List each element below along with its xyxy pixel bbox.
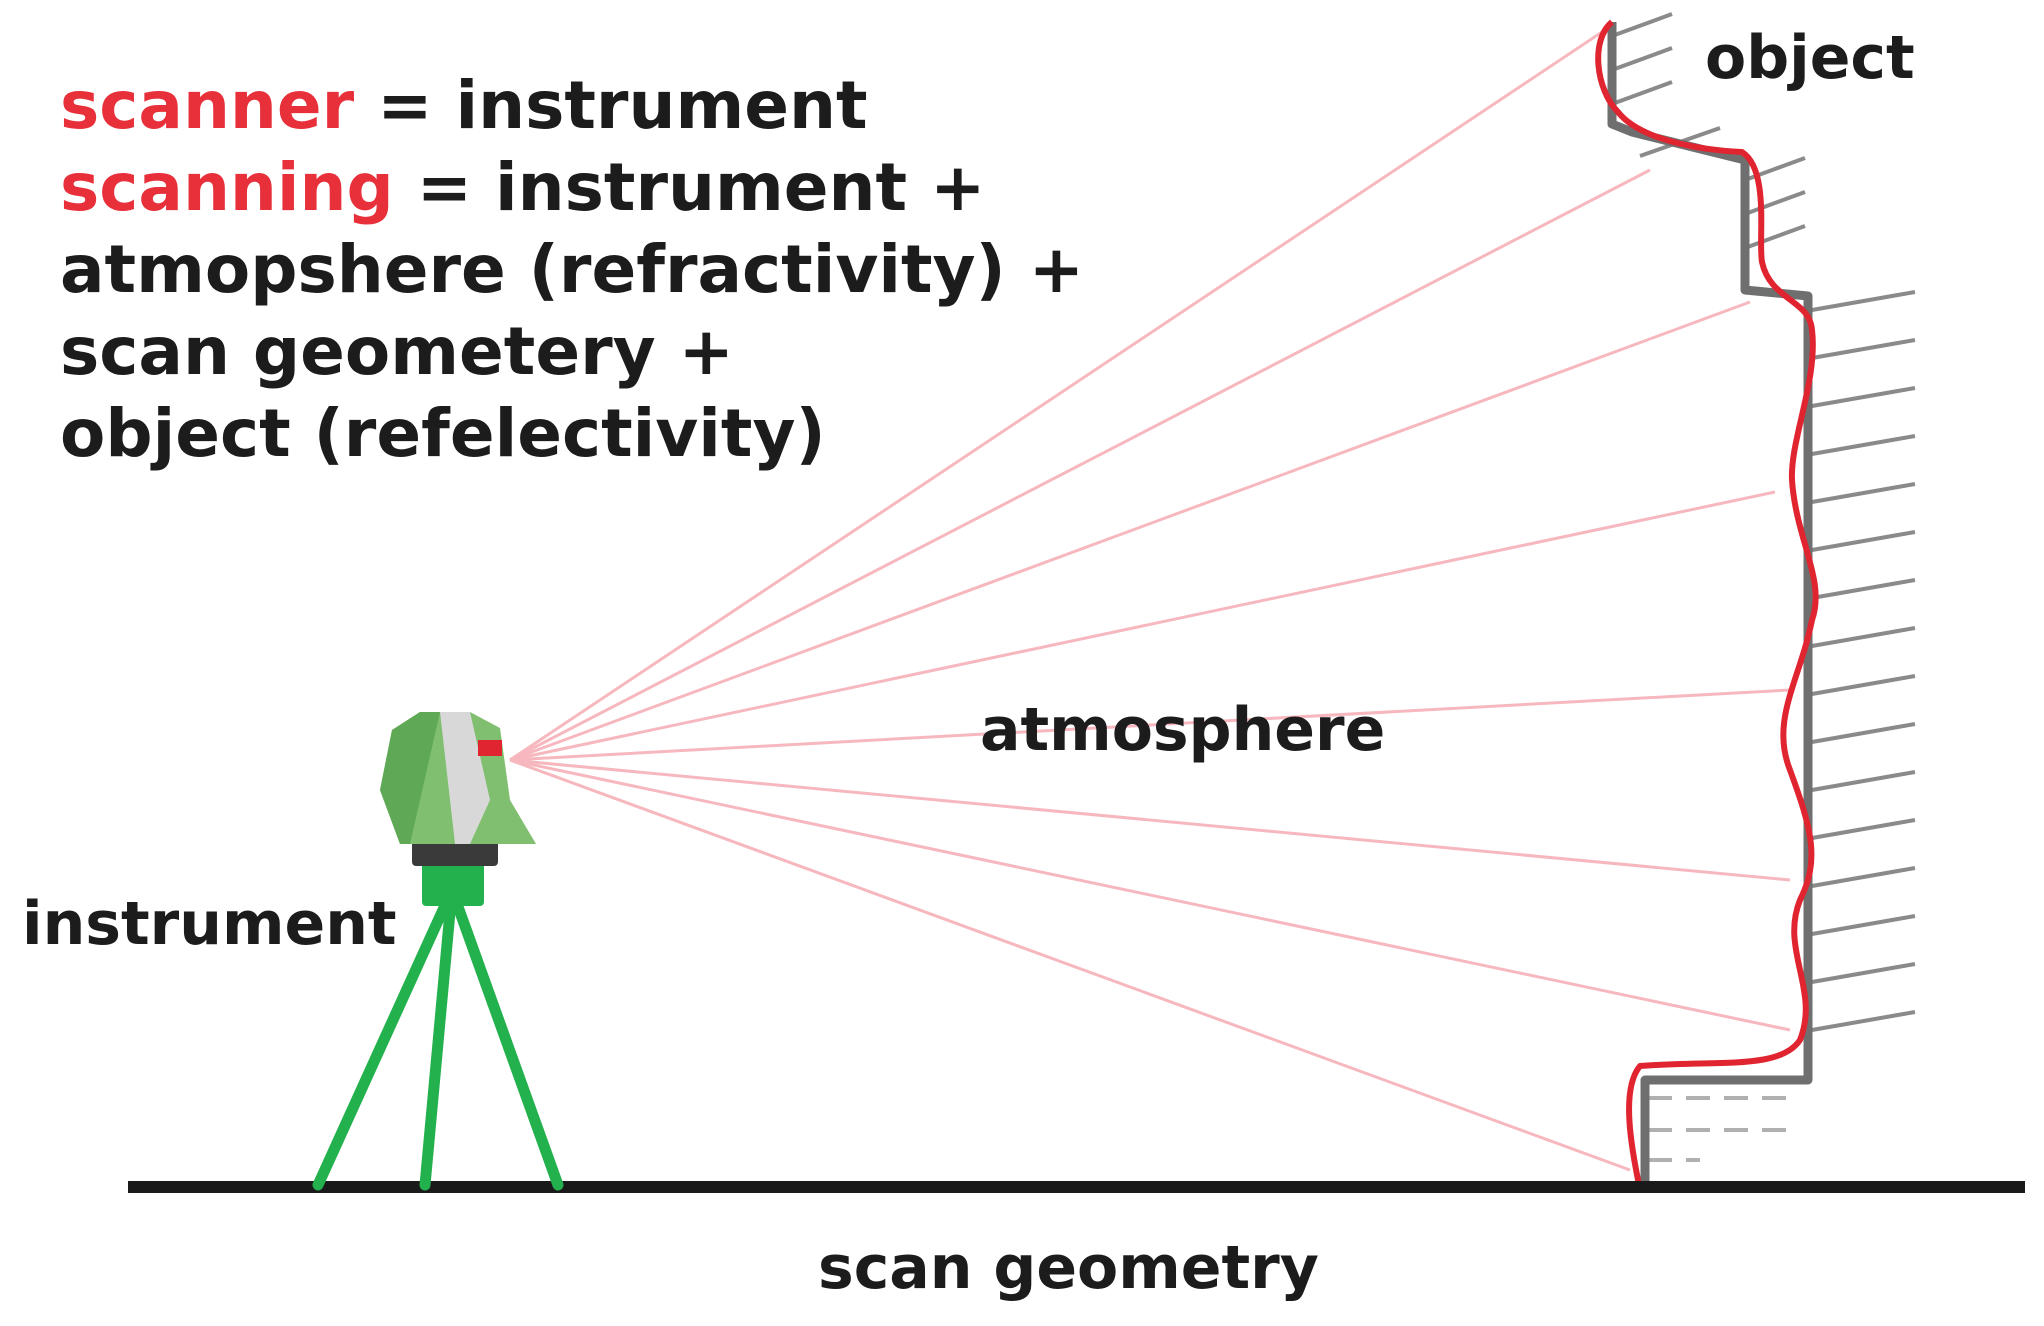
measured-profile	[1595, 19, 1819, 1191]
laser-ray	[509, 758, 1631, 1172]
term-scanner: scanner	[60, 67, 355, 144]
label-object: object	[1705, 23, 1915, 93]
legend-line-2: scanning = instrument +	[60, 149, 985, 226]
laser-ray	[509, 688, 1791, 762]
legend-line-4: scan geometery +	[60, 313, 734, 390]
laser-ray	[509, 490, 1776, 762]
legend-line-1-rest: = instrument	[354, 67, 867, 144]
legend: scanner = instrument scanning = instrume…	[60, 67, 1084, 472]
label-atmosphere: atmosphere	[980, 695, 1385, 765]
laser-ray	[509, 300, 1751, 762]
scanner-icon	[380, 712, 536, 906]
laser-ray	[509, 758, 1791, 882]
laser-ray	[509, 758, 1791, 1032]
legend-line-1: scanner = instrument	[60, 67, 868, 144]
object-hatching	[1611, 12, 1916, 1032]
label-scan-geometry: scan geometry	[818, 1233, 1319, 1303]
legend-line-3: atmopshere (refractivity) +	[60, 231, 1084, 308]
object-surface	[1607, 22, 1813, 1185]
legend-line-5: object (refelectivity)	[60, 395, 826, 472]
label-instrument: instrument	[22, 889, 397, 959]
legend-line-2-rest: = instrument +	[394, 149, 986, 226]
laser-ray	[509, 28, 1606, 762]
term-scanning: scanning	[60, 149, 394, 226]
laser-rays	[509, 28, 1791, 1172]
object-base-dashes	[1648, 1096, 1800, 1162]
laser-ray	[509, 168, 1651, 762]
tripod	[312, 884, 564, 1191]
